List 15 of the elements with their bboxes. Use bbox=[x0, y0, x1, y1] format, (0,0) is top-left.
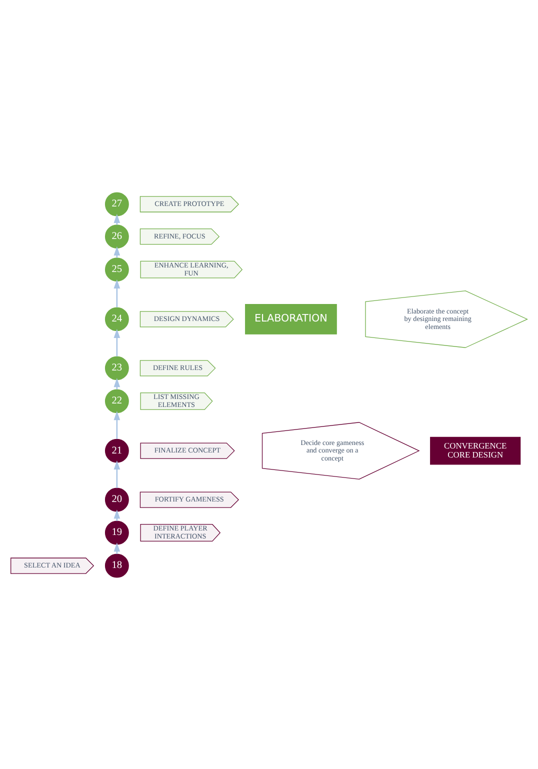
arrow bbox=[114, 410, 120, 438]
node-circle: 27 bbox=[104, 192, 129, 216]
node-circle: 21 bbox=[104, 438, 129, 462]
node-circle: 26 bbox=[104, 224, 129, 248]
node-circle: 23 bbox=[104, 356, 129, 380]
arrow bbox=[114, 328, 120, 356]
node-circle: 19 bbox=[104, 520, 129, 544]
node-circle: 25 bbox=[104, 257, 129, 282]
node-circle: 24 bbox=[104, 306, 129, 331]
arrow bbox=[114, 460, 120, 488]
node-box: ELABORATION bbox=[245, 304, 337, 334]
node-circle: 20 bbox=[104, 487, 129, 512]
node-circle: 22 bbox=[104, 388, 129, 413]
node-circle: 18 bbox=[104, 553, 129, 578]
arrow bbox=[114, 278, 120, 307]
